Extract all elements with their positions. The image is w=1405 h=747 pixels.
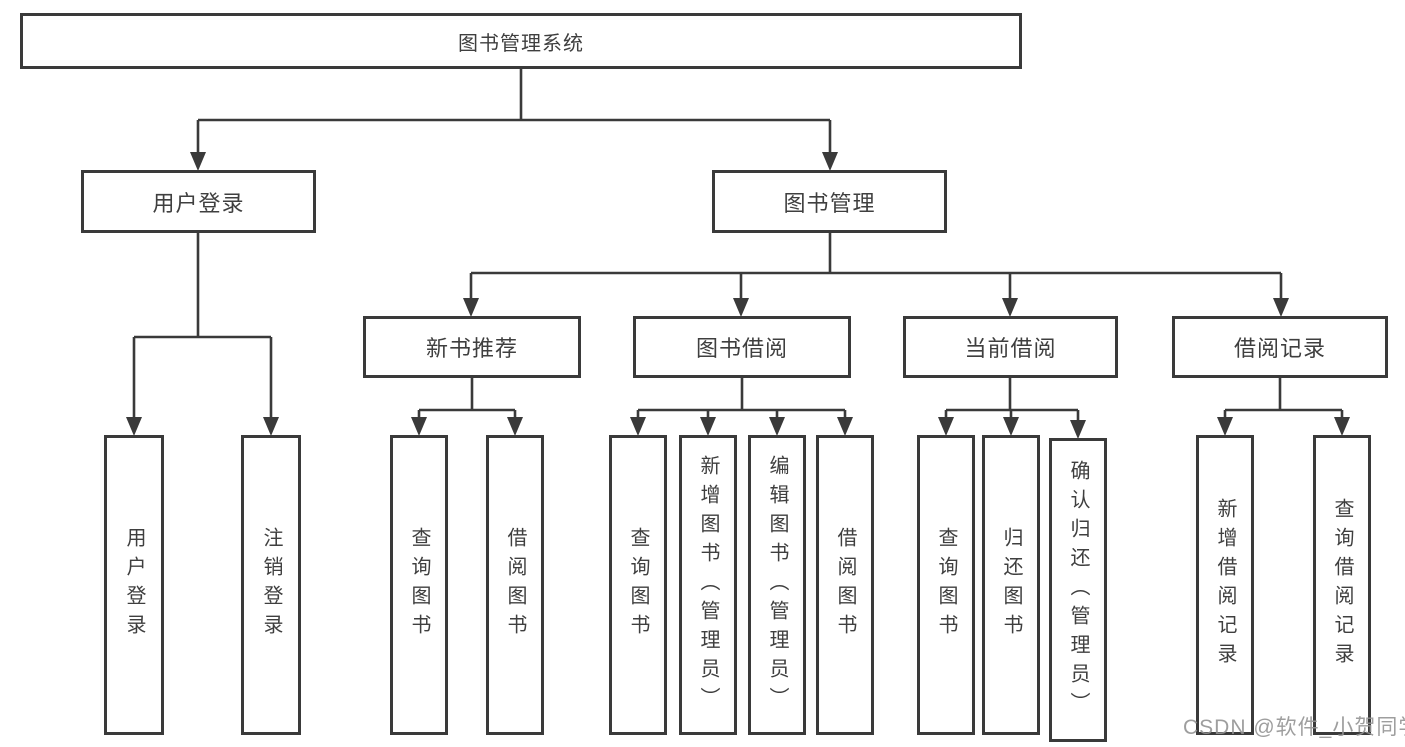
arrow-icon xyxy=(1217,417,1233,436)
leaf-query-book-current: 查询图书 xyxy=(917,435,975,735)
arrow-icon xyxy=(700,417,716,436)
node-book-management-system: 图书管理系统 xyxy=(20,13,1022,69)
node-new-book-recommend: 新书推荐 xyxy=(363,316,581,378)
connector-lines xyxy=(132,69,1344,421)
leaf-add-book-admin: 新增图书（管理员） xyxy=(679,435,737,735)
leaf-user-login: 用户登录 xyxy=(104,435,164,735)
leaf-return-book: 归还图书 xyxy=(982,435,1040,735)
node-borrow-records: 借阅记录 xyxy=(1172,316,1388,378)
arrow-icon xyxy=(263,417,279,436)
arrow-icon xyxy=(837,417,853,436)
leaf-query-book-newbook: 查询图书 xyxy=(390,435,448,735)
arrow-icon xyxy=(733,298,749,317)
node-book-management: 图书管理 xyxy=(712,170,947,233)
arrow-icon xyxy=(769,417,785,436)
arrow-icon xyxy=(630,417,646,436)
leaf-borrow-book: 借阅图书 xyxy=(816,435,874,735)
leaf-query-book-borrow: 查询图书 xyxy=(609,435,667,735)
csdn-watermark: CSDN @软件_小贺同学 xyxy=(1183,716,1405,739)
arrow-icon xyxy=(190,152,206,171)
leaf-logout-login: 注销登录 xyxy=(241,435,301,735)
arrow-icon xyxy=(1002,298,1018,317)
arrow-icon xyxy=(822,152,838,171)
arrow-icon xyxy=(507,417,523,436)
leaf-confirm-return-admin: 确认归还（管理员） xyxy=(1049,438,1107,742)
node-user-login: 用户登录 xyxy=(81,170,316,233)
arrow-icon xyxy=(938,417,954,436)
arrow-icon xyxy=(1070,420,1086,439)
arrow-icon xyxy=(1003,417,1019,436)
arrow-icon xyxy=(463,298,479,317)
node-current-borrow: 当前借阅 xyxy=(903,316,1118,378)
arrow-icon xyxy=(1273,298,1289,317)
leaf-query-borrow-record: 查询借阅记录 xyxy=(1313,435,1371,735)
arrow-icon xyxy=(126,417,142,436)
arrowheads xyxy=(126,152,1350,439)
leaf-add-borrow-record: 新增借阅记录 xyxy=(1196,435,1254,735)
arrow-icon xyxy=(411,417,427,436)
node-book-borrow: 图书借阅 xyxy=(633,316,851,378)
leaf-borrow-book-newbook: 借阅图书 xyxy=(486,435,544,735)
arrow-icon xyxy=(1334,417,1350,436)
leaf-edit-book-admin: 编辑图书（管理员） xyxy=(748,435,806,735)
